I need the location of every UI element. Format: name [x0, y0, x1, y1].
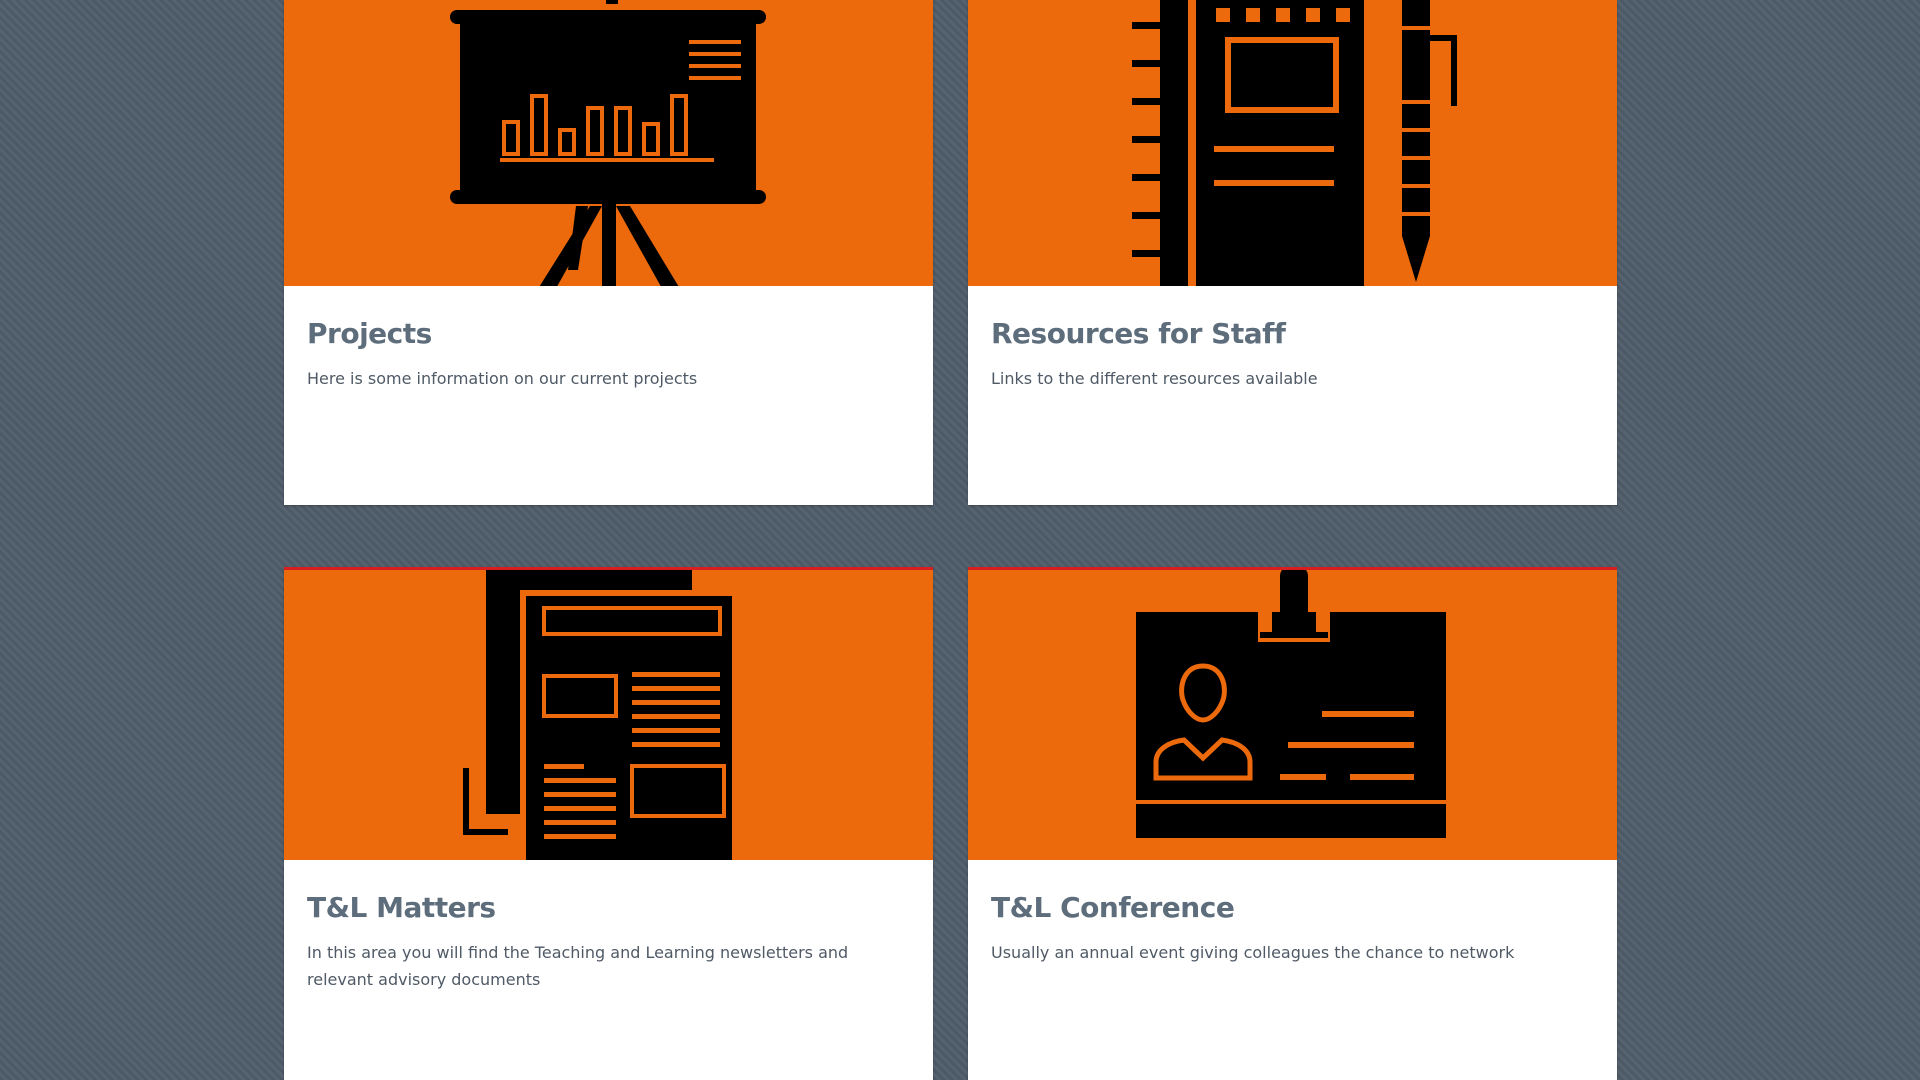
card-tl-conference-image[interactable]	[968, 570, 1617, 860]
card-resources-for-staff[interactable]: Resources for Staff Links to the differe…	[968, 0, 1617, 505]
card-tl-conference-body: T&L Conference Usually an annual event g…	[968, 860, 1617, 966]
card-tl-matters[interactable]: T&L Matters In this area you will find t…	[284, 567, 933, 1080]
card-title[interactable]: T&L Conference	[991, 891, 1235, 924]
card-description: Here is some information on our current …	[307, 368, 698, 388]
card-title[interactable]: T&L Matters	[307, 891, 496, 924]
card-tl-conference[interactable]: T&L Conference Usually an annual event g…	[968, 567, 1617, 1080]
card-resources-image[interactable]	[968, 0, 1617, 286]
newsletter-document-icon	[463, 570, 738, 860]
card-tl-matters-body: T&L Matters In this area you will find t…	[284, 860, 933, 993]
card-tl-matters-image[interactable]	[284, 570, 933, 860]
presentation-board-chart-icon	[450, 0, 766, 286]
card-projects-image[interactable]	[284, 0, 933, 286]
card-resources-body: Resources for Staff Links to the differe…	[968, 286, 1617, 392]
card-description: In this area you will find the Teaching …	[307, 942, 849, 989]
card-projects[interactable]: Projects Here is some information on our…	[284, 0, 933, 505]
card-title[interactable]: Resources for Staff	[991, 317, 1286, 350]
card-title[interactable]: Projects	[307, 317, 432, 350]
notebook-ruler-pen-icon	[1132, 0, 1457, 286]
id-badge-icon	[1136, 570, 1446, 838]
card-description: Links to the different resources availab…	[991, 368, 1318, 388]
card-projects-body: Projects Here is some information on our…	[284, 286, 933, 392]
card-description: Usually an annual event giving colleague…	[991, 942, 1515, 962]
